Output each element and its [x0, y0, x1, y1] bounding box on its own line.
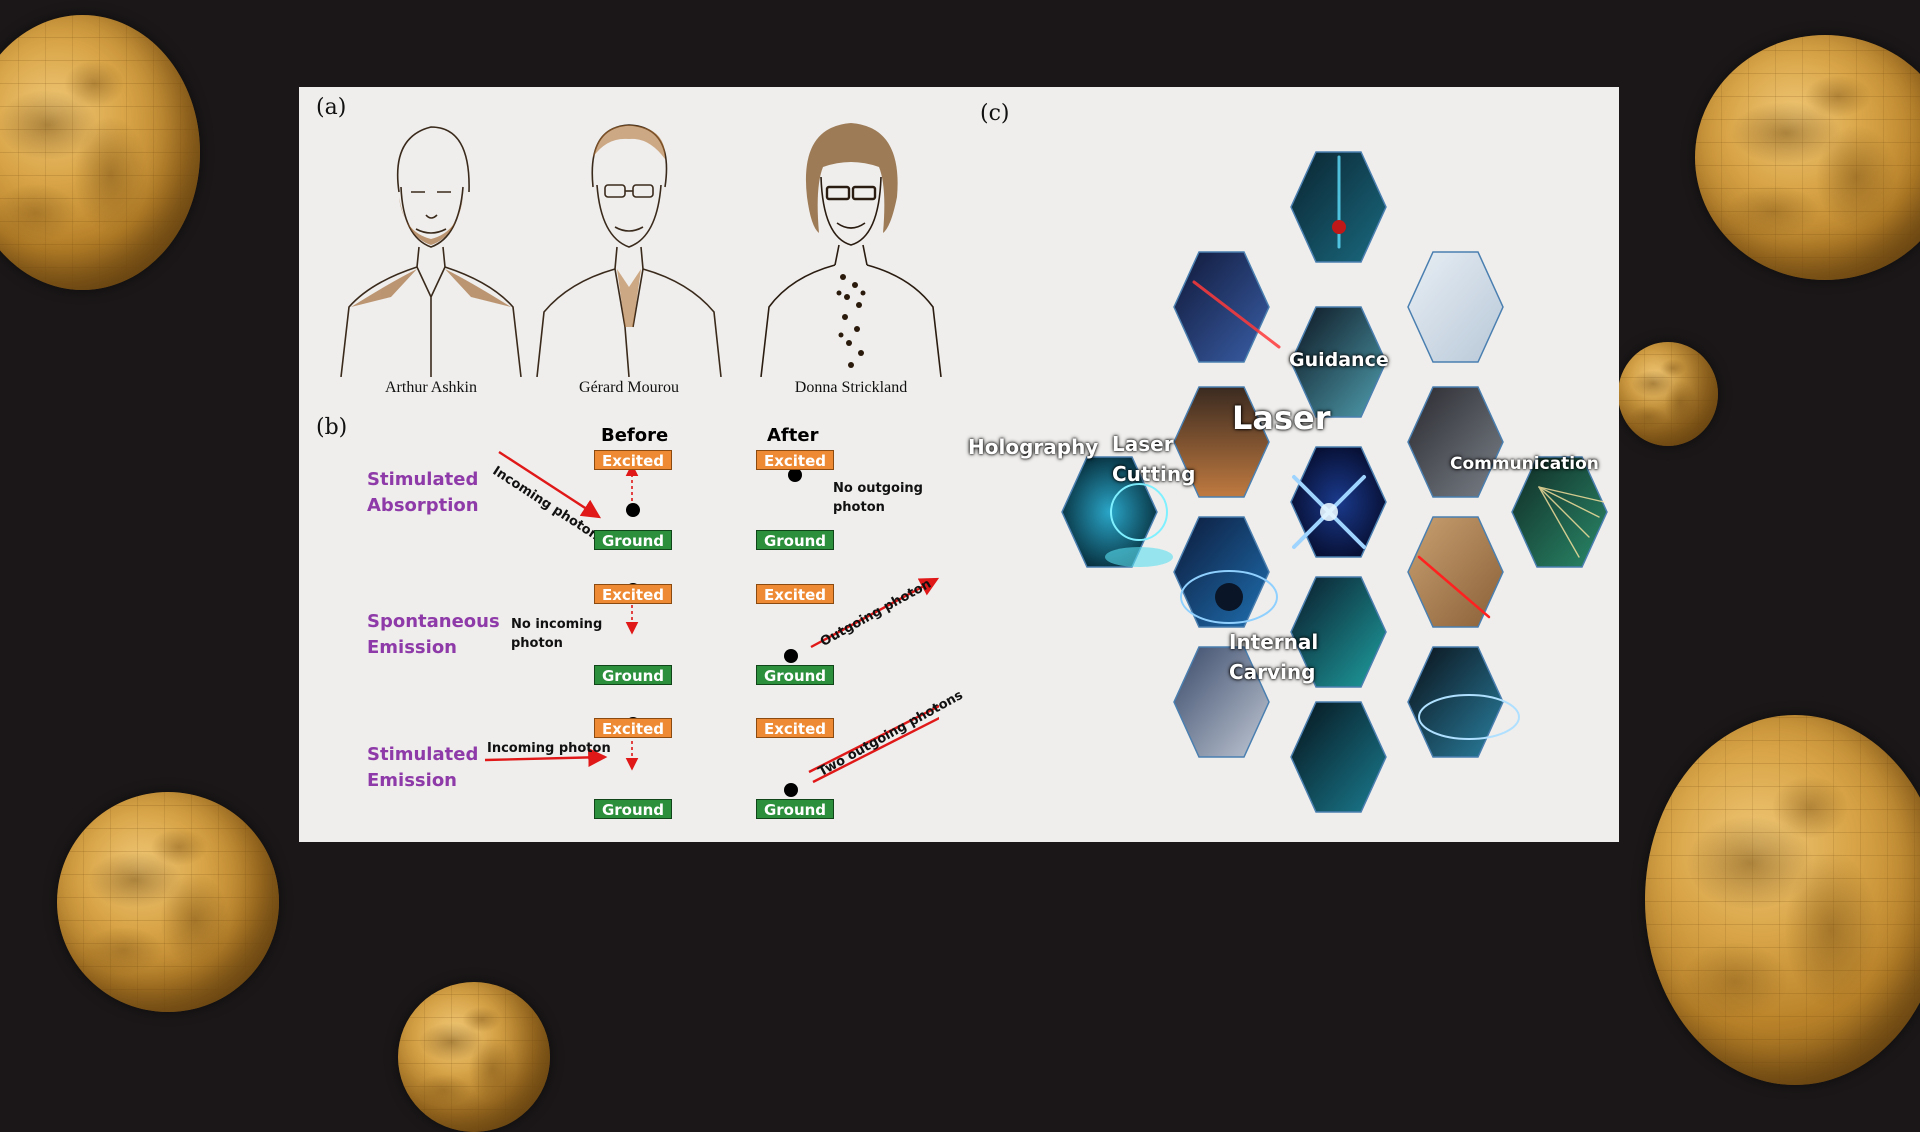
name-donna-strickland: Donna Strickland: [794, 379, 908, 396]
portrait-donna-strickland: Donna Strickland: [751, 97, 951, 397]
decorative-globe-bottom-left: [57, 792, 279, 1012]
hex-distance-measurement: [1407, 516, 1504, 628]
electron: [784, 783, 798, 797]
process-spontaneous-emission: Spontaneous Emission: [367, 611, 500, 658]
name-arthur-ashkin: Arthur Ashkin: [385, 379, 477, 396]
hex-communication: [1511, 456, 1608, 568]
excited-level: Excited: [594, 718, 672, 738]
electron: [626, 503, 640, 517]
portrait-arthur-ashkin: Arthur Ashkin: [331, 97, 531, 397]
no-incoming-photon-note: No incoming photon: [511, 617, 603, 651]
excited-level: Excited: [756, 584, 834, 604]
application-internal-carving: Internal Carving: [1229, 630, 1319, 684]
hex-fiber: [1173, 251, 1270, 363]
ground-level: Ground: [756, 799, 834, 819]
decorative-globe-bottom-center: [398, 982, 550, 1132]
laser-figure: (a) Arthur Ashkin: [299, 87, 1619, 842]
panel-c-label: (c): [980, 101, 1010, 126]
hex-lab: [1290, 701, 1387, 813]
panel-b-label: (b): [316, 415, 348, 440]
excited-level: Excited: [594, 584, 672, 604]
excited-level: Excited: [756, 718, 834, 738]
application-holography: Holography: [968, 435, 1099, 459]
hex-optical-disc: [1407, 646, 1504, 758]
decorative-globe-top-right: [1695, 35, 1920, 280]
excited-level: Excited: [594, 450, 672, 470]
application-communication: Communication: [1450, 454, 1599, 474]
ground-level: Ground: [594, 799, 672, 819]
portrait-sketch: [536, 124, 722, 378]
incoming-photon-label: Incoming photon: [487, 741, 611, 756]
ground-level: Ground: [594, 530, 672, 550]
application-guidance: Guidance: [1289, 349, 1389, 371]
hex-military: [1290, 306, 1387, 418]
process-stimulated-emission: Stimulated Emission: [367, 744, 479, 791]
hex-dental: [1407, 251, 1504, 363]
name-gerard-mourou: Gérard Mourou: [579, 379, 679, 396]
hex-laser-cutting: [1173, 386, 1270, 498]
decorative-globe-bottom-right: [1645, 715, 1920, 1085]
ground-level: Ground: [756, 530, 834, 550]
ground-level: Ground: [594, 665, 672, 685]
hex-internal-carving: [1290, 576, 1387, 688]
before-heading: Before: [601, 425, 669, 446]
application-honeycomb: [1061, 151, 1608, 813]
portrait-gerard-mourou: Gérard Mourou: [529, 97, 729, 397]
process-stimulated-absorption: Stimulated Absorption: [367, 469, 479, 516]
portrait-sketch: [760, 123, 942, 378]
electron: [784, 649, 798, 663]
energy-level-arrows: [484, 450, 939, 797]
electron: [788, 468, 802, 482]
excited-level: Excited: [756, 450, 834, 470]
ground-level: Ground: [756, 665, 834, 685]
panel-a-label: (a): [316, 95, 347, 120]
decorative-globe-small-right: [1618, 342, 1718, 446]
hex-guidance: [1407, 386, 1504, 498]
no-outgoing-photon-note: No outgoing photon: [833, 481, 923, 515]
laser-center-title: Laser: [1232, 399, 1331, 437]
decorative-globe-top-left: [0, 15, 200, 290]
after-heading: After: [767, 425, 819, 446]
portrait-sketch: [340, 126, 522, 378]
application-laser-cutting: Laser Cutting: [1112, 432, 1196, 486]
hex-laser-module: [1173, 646, 1270, 758]
